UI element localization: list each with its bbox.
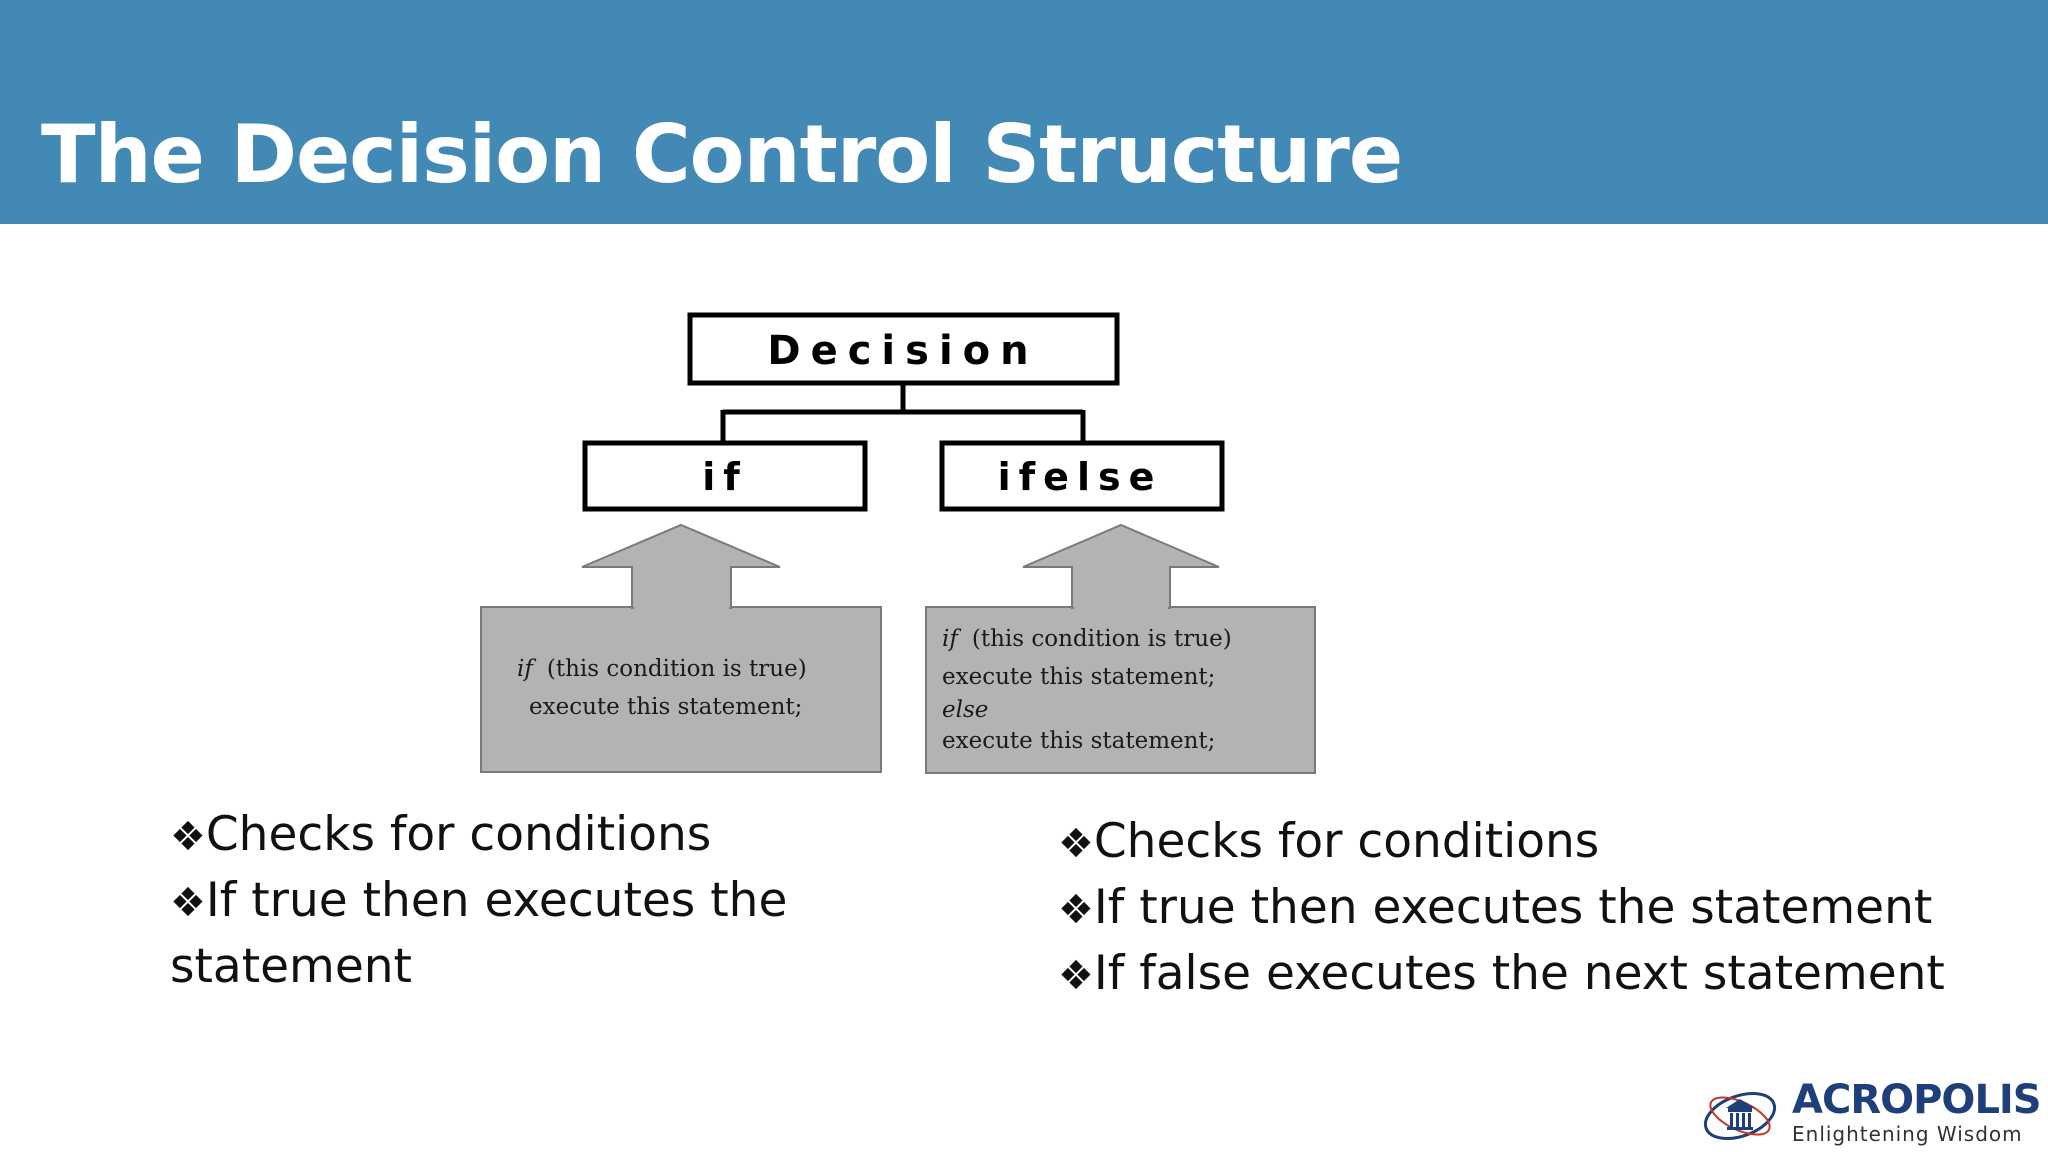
bullet-diamond-icon: ❖ — [1058, 821, 1094, 867]
if-code-line1: if (this condition is true) — [517, 656, 807, 682]
if-arrow-up — [581, 523, 781, 609]
bullet-text: If true then executes the statement — [170, 873, 788, 994]
bullet-item: ❖If false executes the next statement — [1058, 942, 1998, 1008]
bullet-item: ❖Checks for conditions — [170, 803, 810, 869]
if-label: if — [702, 455, 748, 499]
decision-label: Decision — [767, 328, 1038, 374]
acropolis-emblem-icon — [1703, 1092, 1777, 1140]
bullet-diamond-icon: ❖ — [1058, 953, 1094, 999]
logo-name: ACROPOLIS — [1792, 1077, 2042, 1123]
ifelse-box — [939, 440, 1225, 512]
bullet-diamond-icon: ❖ — [170, 880, 206, 926]
ifelse-if-keyword: if — [942, 626, 961, 652]
logo-tagline: Enlightening Wisdom — [1792, 1122, 2023, 1146]
bullet-text: If true then executes the statement — [1093, 880, 1933, 935]
ifelse-code-line1: if (this condition is true) — [942, 626, 1232, 652]
bullet-diamond-icon: ❖ — [170, 814, 206, 860]
slide-title: The Decision Control Structure — [41, 108, 1403, 201]
ifelse-arrow-up — [1022, 523, 1220, 609]
ifelse-code-line2: execute this statement; — [942, 664, 1215, 690]
title-bar: The Decision Control Structure — [0, 0, 2048, 224]
bullet-item: ❖If true then executes the statement — [1058, 876, 1998, 942]
if-box — [582, 440, 868, 512]
ifelse-else-keyword: else — [942, 697, 988, 723]
if-code-line2: execute this statement; — [529, 694, 802, 720]
ifelse-code-callout — [925, 606, 1316, 774]
bullet-item: ❖Checks for conditions — [1058, 810, 1998, 876]
if-bullet-list: ❖Checks for conditions ❖If true then exe… — [170, 803, 810, 999]
bullet-text: Checks for conditions — [1093, 814, 1600, 869]
ifelse-condition-text: (this condition is true) — [972, 626, 1232, 652]
bullet-text: Checks for conditions — [205, 807, 712, 862]
ifelse-code-line4: execute this statement; — [942, 728, 1215, 754]
bullet-diamond-icon: ❖ — [1058, 887, 1094, 933]
bullet-item: ❖If true then executes the statement — [170, 869, 810, 999]
ifelse-bullet-list: ❖Checks for conditions ❖If true then exe… — [1058, 810, 1998, 1008]
bullet-text: If false executes the next statement — [1093, 946, 1945, 1001]
if-condition-text: (this condition is true) — [547, 656, 807, 682]
acropolis-logo: ACROPOLIS Enlightening Wisdom — [1700, 1078, 2042, 1148]
if-keyword: if — [517, 656, 536, 682]
if-code-callout — [480, 606, 882, 773]
ifelse-label: ifelse — [998, 455, 1163, 499]
